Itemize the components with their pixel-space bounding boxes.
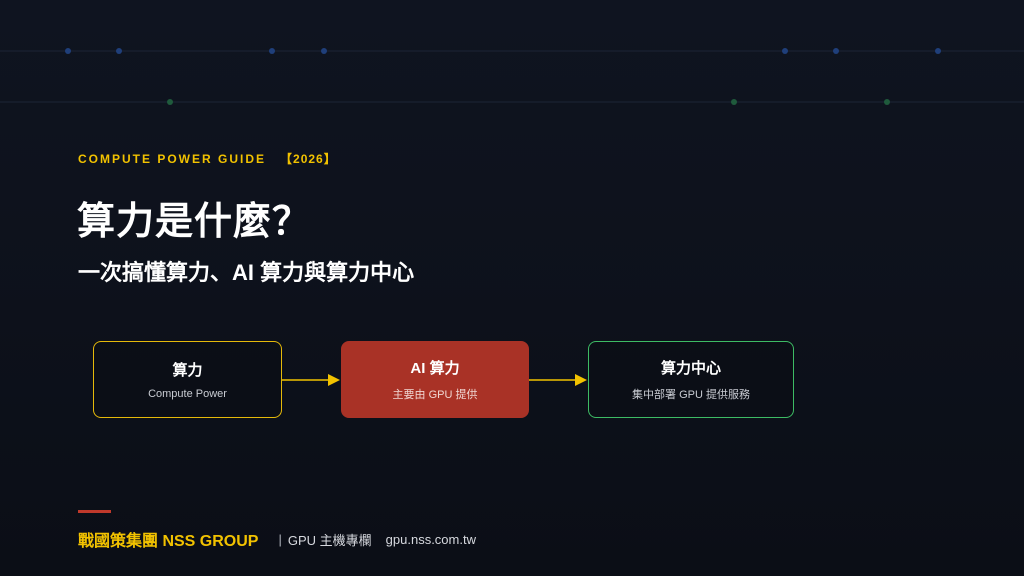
flow-box-ai-compute: AI 算力 主要由 GPU 提供 (341, 341, 529, 418)
flow-box-subtitle: 主要由 GPU 提供 (392, 389, 478, 401)
page-title: 算力是什麼？ (77, 201, 312, 243)
eyebrow-year: 【2026】 (280, 152, 337, 166)
footer-separator: | (278, 531, 282, 547)
circuit-decoration (0, 48, 1024, 105)
footer-section-name: GPU 主機專欄 (287, 532, 372, 548)
arrow-right-icon (282, 374, 340, 386)
flow-box-title: 算力中心 (660, 360, 721, 377)
flow-box-compute-power: 算力 Compute Power (93, 341, 282, 418)
flow-box-subtitle: Compute Power (148, 388, 227, 400)
flow-box-title: AI 算力 (410, 360, 460, 377)
footer-domain: gpu.nss.com.tw (385, 531, 476, 547)
flow-box-subtitle: 集中部署 GPU 提供服務 (632, 389, 750, 401)
flow-box-compute-center: 算力中心 集中部署 GPU 提供服務 (588, 341, 794, 418)
footer-accent-bar (78, 510, 111, 513)
arrow-right-icon (529, 374, 587, 386)
page-subtitle: 一次搞懂算力、AI 算力與算力中心 (78, 260, 415, 285)
eyebrow-label: COMPUTE POWER GUIDE (78, 152, 267, 166)
footer: 戰國策集團 NSS GROUP | GPU 主機專欄 gpu.nss.com.t… (78, 527, 476, 551)
flow-box-title: 算力 (172, 362, 203, 379)
eyebrow: COMPUTE POWER GUIDE 【2026】 (78, 150, 337, 167)
brand-name: 戰國策集團 NSS GROUP (78, 533, 259, 550)
